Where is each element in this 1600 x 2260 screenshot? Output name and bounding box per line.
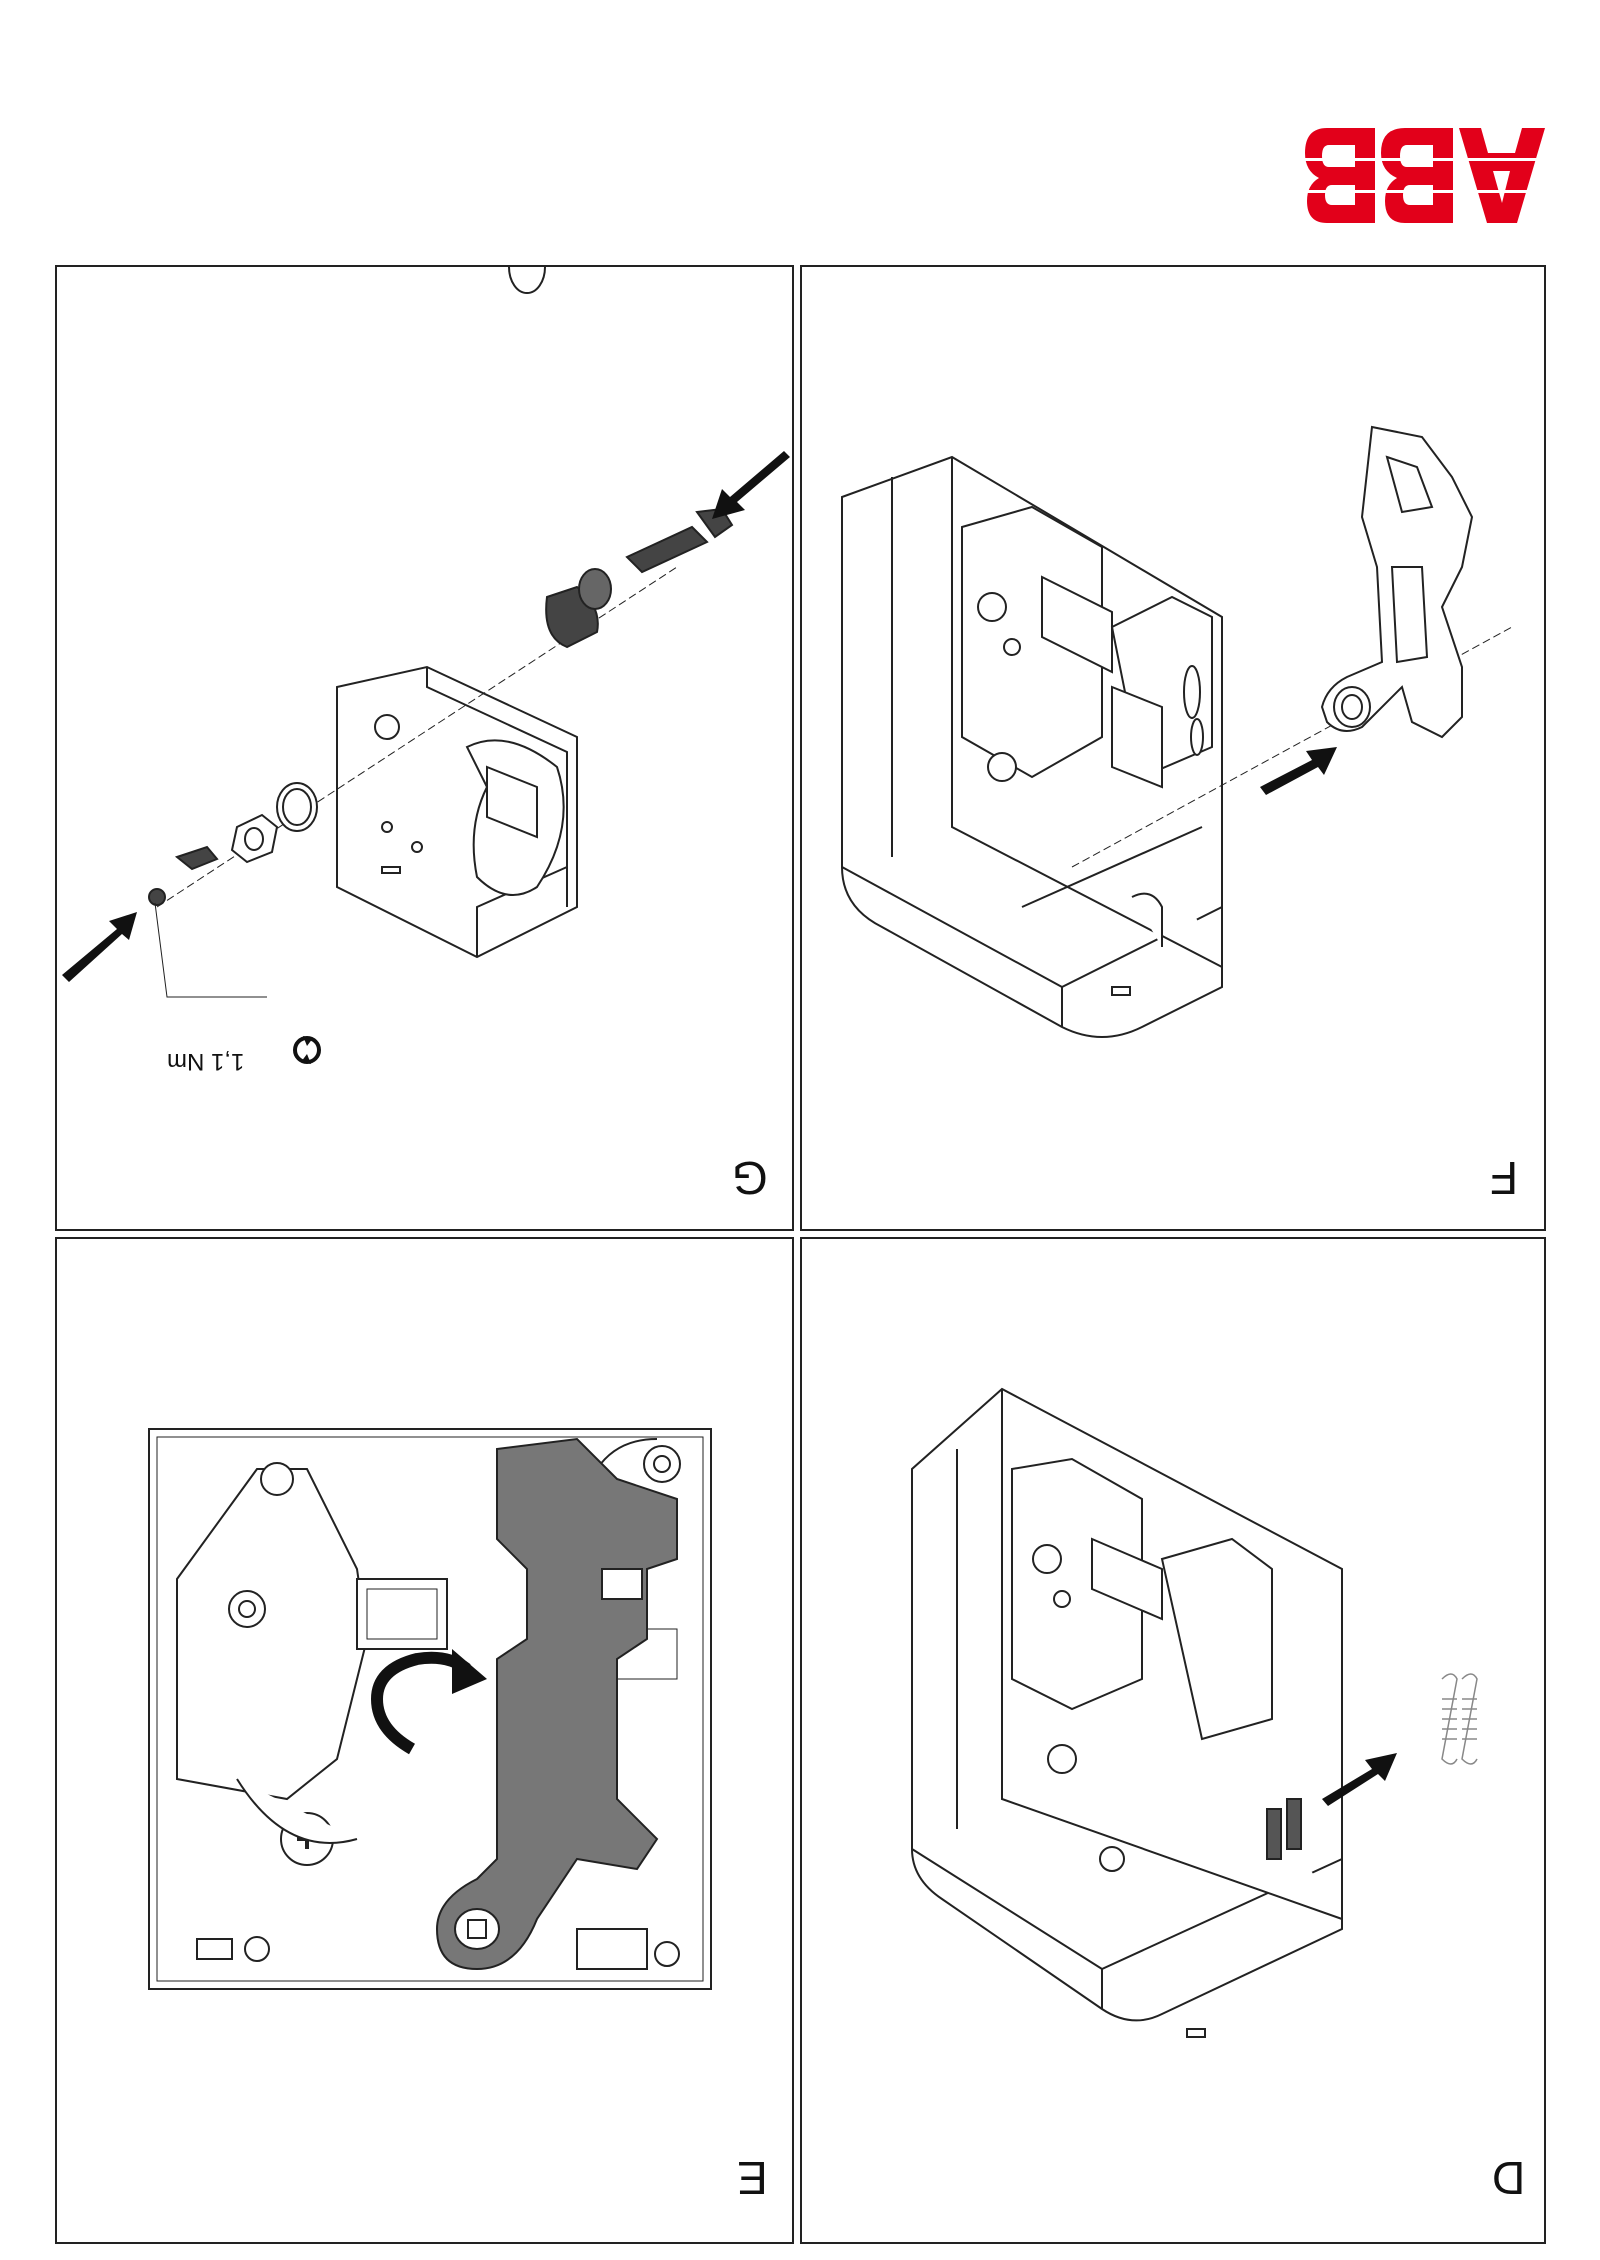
panel-step-g: 1,1 Nm G	[55, 265, 794, 1231]
panel-step-e: E	[55, 1237, 794, 2244]
exploded-lock-assembly-illustration	[62, 267, 790, 1064]
panel-step-f: F	[800, 265, 1546, 1231]
panel-step-d: D	[800, 1237, 1546, 2244]
front-view-lever-illustration	[148, 1428, 712, 1990]
step-letter-g: G	[732, 1152, 768, 1204]
spring-pair-icon	[1441, 1673, 1478, 1765]
mechanism-housing-illustration	[841, 425, 1513, 1038]
torque-value: 1,1 Nm	[167, 1048, 245, 1075]
spring-installation-illustration	[911, 1387, 1478, 2038]
step-letter-d: D	[1492, 2152, 1526, 2204]
rotate-arrow-icon	[370, 1649, 487, 1755]
step-letter-e: E	[737, 2152, 768, 2204]
torque-wrench-icon	[293, 1036, 321, 1064]
abb-logo	[1305, 128, 1545, 223]
step-letter-f: F	[1490, 1152, 1519, 1204]
